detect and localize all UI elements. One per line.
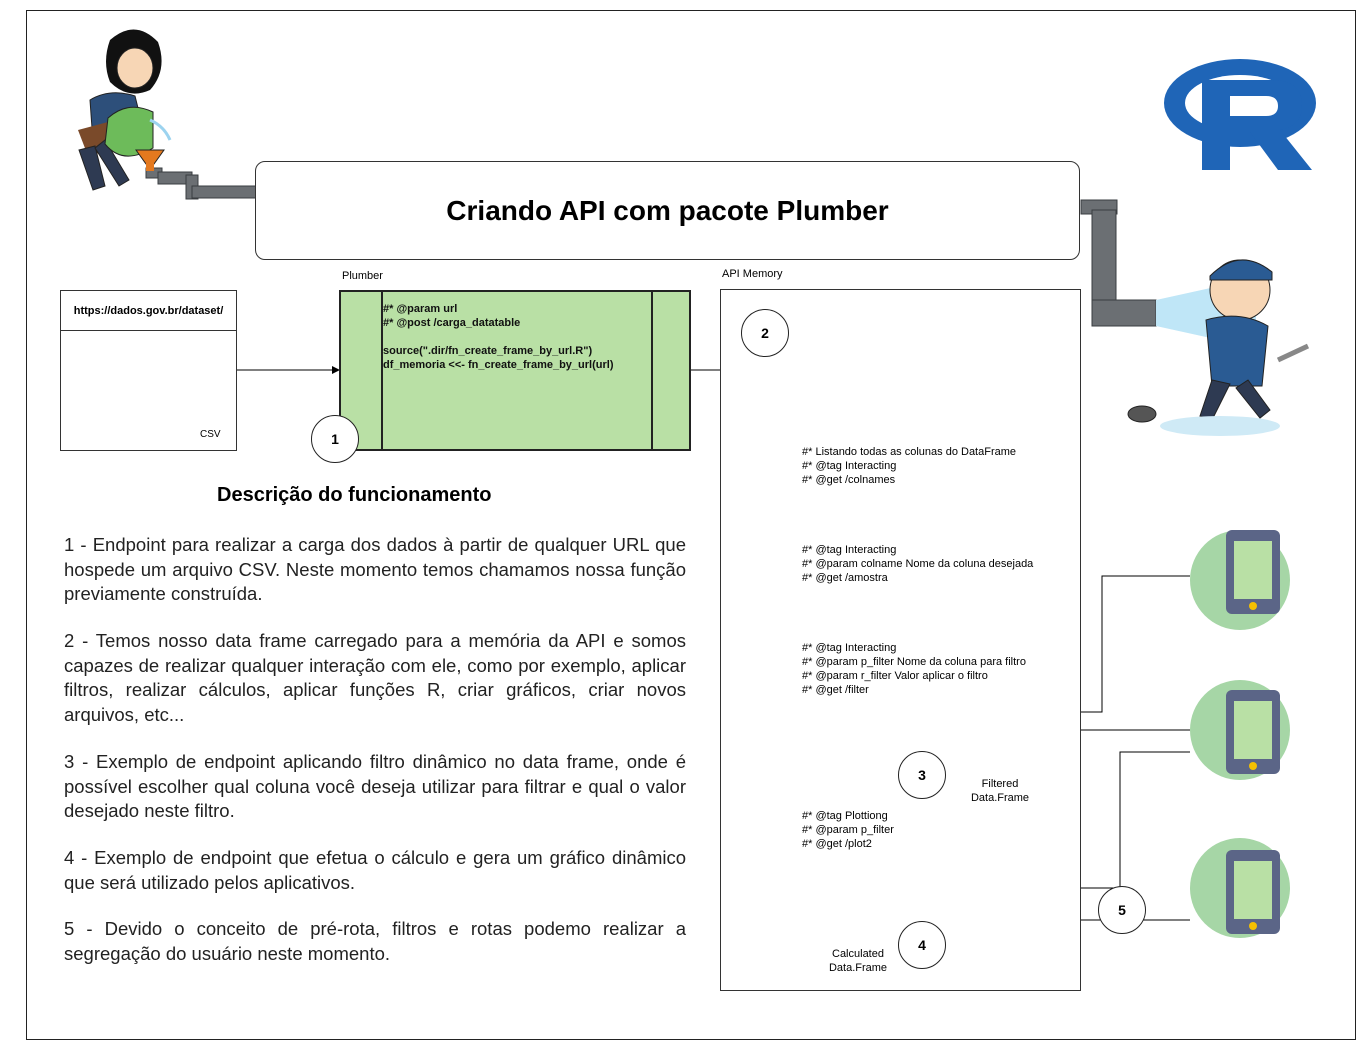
csv-source-box: https://dados.gov.br/dataset/ [60, 290, 237, 451]
filtered-dataframe-label: Filtered Data.Frame [970, 778, 1030, 804]
r-logo-icon [1164, 59, 1316, 170]
description-paragraph-3: 3 - Exemplo de endpoint aplicando filtro… [64, 751, 686, 821]
api-memory-box [720, 289, 1081, 991]
step-2-marker: 2 [741, 309, 789, 357]
diagram-title: Criando API com pacote Plumber [255, 161, 1080, 260]
plumber-endpoint-box: #* @param url #* @post /carga_datatable … [339, 290, 691, 451]
description-paragraph-4: 4 - Exemplo de endpoint que efetua o cál… [64, 847, 686, 893]
mobile-phone-icon [1190, 680, 1290, 780]
endpoint-plot: #* @tag Plottiong #* @param p_filter #* … [802, 810, 894, 850]
endpoint-colnames: #* Listando todas as colunas do DataFram… [802, 446, 1017, 486]
description-paragraph-2: 2 - Temos nosso data frame carregado par… [64, 630, 686, 725]
woman-pouring-icon [78, 29, 172, 191]
description-paragraph-5: 5 - Devido o conceito de pré-rota, filtr… [64, 918, 686, 964]
description-paragraph-1: 1 - Endpoint para realizar a carga dos d… [64, 534, 686, 604]
endpoint-filter: #* @tag Interacting #* @param p_filter N… [802, 642, 1026, 696]
endpoint-amostra: #* @tag Interacting #* @param colname No… [802, 544, 1034, 584]
calculated-dataframe-label: Calculated Data.Frame [828, 948, 888, 974]
plumber-label: Plumber [342, 270, 383, 282]
step-4-marker: 4 [898, 921, 946, 969]
plumber-code: #* @param url #* @post /carga_datatable … [383, 303, 614, 371]
mobile-phone-icon [1190, 838, 1290, 938]
plumber-man-icon [1127, 259, 1310, 436]
step-1-marker: 1 [311, 415, 359, 463]
description-title: Descrição do funcionamento [217, 484, 492, 506]
step-5-marker: 5 [1098, 886, 1146, 934]
dataset-url: https://dados.gov.br/dataset/ [61, 291, 236, 331]
mobile-phone-icon [1190, 530, 1290, 630]
api-memory-label: API Memory [722, 268, 783, 280]
csv-label: CSV [200, 429, 221, 440]
left-pipe-icon [145, 167, 257, 200]
diagram-frame [26, 10, 1356, 1040]
step-3-marker: 3 [898, 751, 946, 799]
